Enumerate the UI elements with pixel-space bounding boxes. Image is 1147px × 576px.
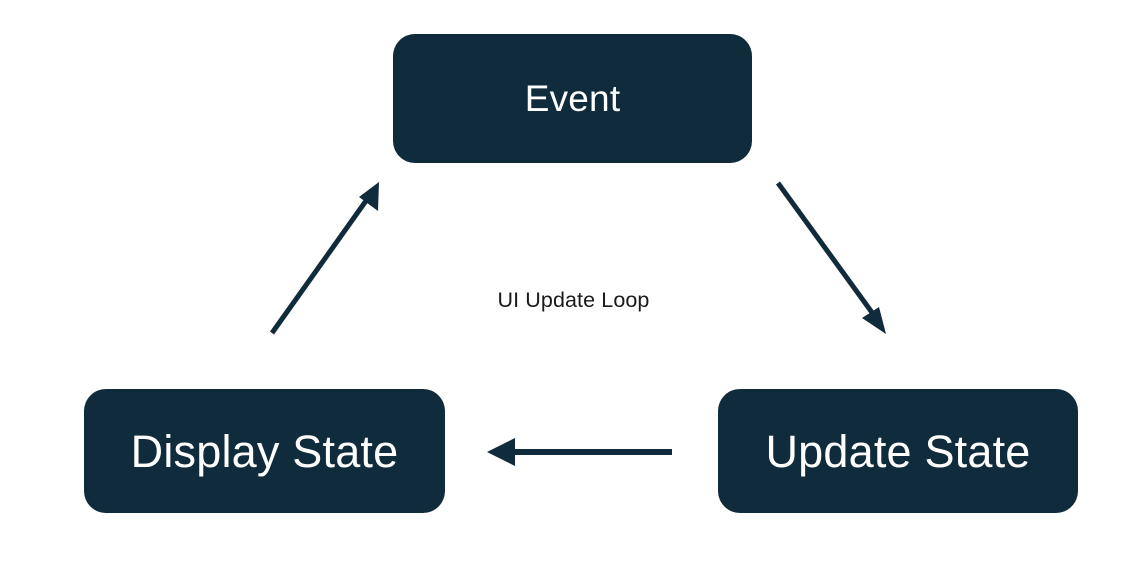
node-display-state-label: Display State <box>130 425 399 477</box>
node-display-state[interactable]: Display State <box>84 389 445 513</box>
node-update-state[interactable]: Update State <box>718 389 1078 513</box>
arrowhead-left-icon <box>487 438 515 466</box>
loop-center-label: UI Update Loop <box>497 288 650 312</box>
arrowhead-up-right-icon <box>359 182 379 211</box>
node-update-state-label: Update State <box>765 425 1031 477</box>
edge-update-state-to-display-state <box>487 438 672 466</box>
node-event[interactable]: Event <box>393 34 752 163</box>
node-event-label: Event <box>524 78 621 119</box>
